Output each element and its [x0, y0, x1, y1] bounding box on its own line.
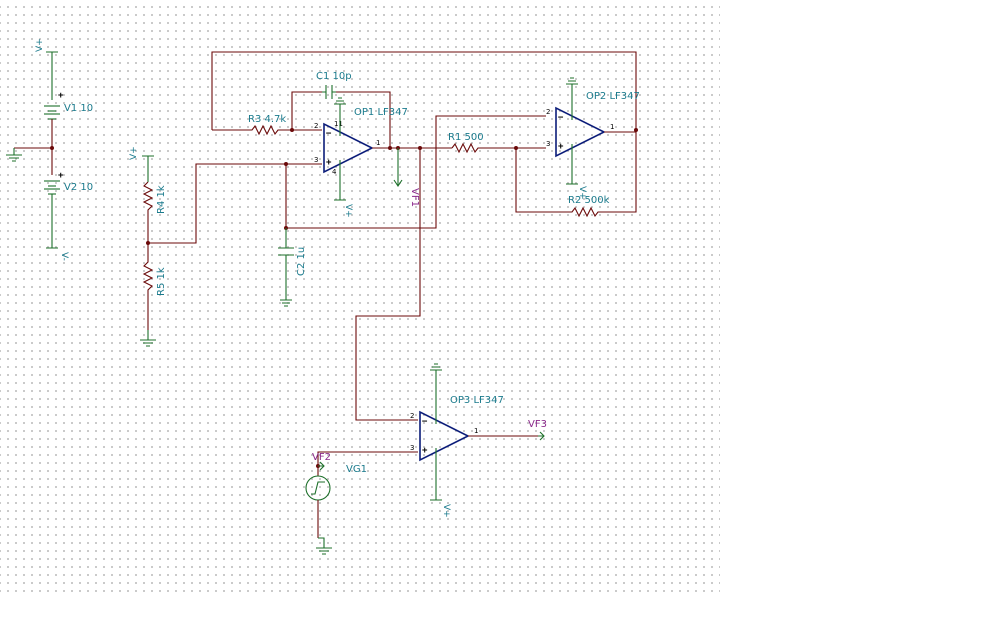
r4-vplus-label: V+ — [129, 146, 139, 160]
r2-label: R2 500k — [568, 195, 610, 206]
vplus-label: V+ — [35, 38, 45, 52]
r5-label: R5 1k — [156, 267, 167, 296]
r1-label: R1 500 — [448, 132, 484, 143]
op3-pin3: 3 — [410, 444, 414, 452]
vminus-label: V- — [59, 252, 69, 261]
op2-amplifier[interactable] — [555, 106, 606, 158]
vf3-probe-label: VF3 — [528, 419, 547, 430]
vg1-label: VG1 — [346, 464, 367, 475]
op2-pin3: 3 — [546, 140, 550, 148]
v1-plus-sign: + — [58, 91, 64, 101]
op1-pin1: 1 — [376, 139, 380, 147]
op2-plus-sign: + — [558, 142, 564, 152]
op2-stage[interactable]: R1 500 R2 500k − + 2 3 1 OP2 LF347 V+ — [448, 77, 640, 218]
op2-minus-sign: − — [558, 113, 564, 123]
op1-vplus-label: V+ — [343, 204, 353, 218]
r3-label: R3 4.7k — [248, 114, 286, 125]
op1-amplifier[interactable] — [323, 122, 374, 174]
c1-label: C1 10p — [316, 71, 352, 82]
op1-pin3: 3 — [314, 156, 318, 164]
vf2-probe-label: VF2 — [312, 452, 331, 463]
op3-pin2: 2 — [410, 412, 414, 420]
op1-minus-sign: − — [326, 129, 332, 139]
v2-plus-sign: + — [58, 171, 64, 181]
op3-pin1: 1 — [474, 427, 478, 435]
op1-stage[interactable]: R3 4.7k C1 10p − + 2 3 1 11 4 OP1 LF347 … — [211, 51, 637, 307]
op1-pin2: 2 — [314, 122, 318, 130]
vf1-probe-label: VF1 — [409, 188, 420, 207]
op1-pin4: 4 — [332, 168, 337, 176]
op2-label: OP2 LF347 — [586, 91, 640, 102]
signal-generator[interactable] — [305, 475, 331, 501]
schematic-canvas[interactable] — [0, 0, 720, 592]
op3-label: OP3 LF347 — [450, 395, 504, 406]
r4-label: R4 1k — [156, 185, 167, 214]
v1-label: V1 10 — [64, 103, 93, 114]
op3-stage[interactable]: − + 2 3 1 OP3 LF347 V+ VF3 VF2 VG1 — [305, 148, 547, 555]
op2-pin2: 2 — [546, 108, 550, 116]
c2-label: C2 1u — [296, 247, 307, 276]
op1-plus-sign: + — [326, 158, 332, 168]
op1-label: OP1 LF347 — [354, 107, 408, 118]
op3-minus-sign: − — [422, 417, 428, 427]
op2-pin1: 1 — [610, 123, 614, 131]
op3-amplifier[interactable] — [419, 410, 470, 462]
divider-network[interactable]: V+ R4 1k R5 1k — [129, 146, 286, 347]
power-supply[interactable]: V+ + V1 10 + V2 10 V- — [6, 38, 93, 261]
op1-pin11: 11 — [334, 120, 343, 128]
op2-vplus-label: V+ — [577, 186, 587, 200]
op3-vplus-label: V+ — [441, 504, 451, 518]
v2-label: V2 10 — [64, 182, 93, 193]
op3-plus-sign: + — [422, 446, 428, 456]
